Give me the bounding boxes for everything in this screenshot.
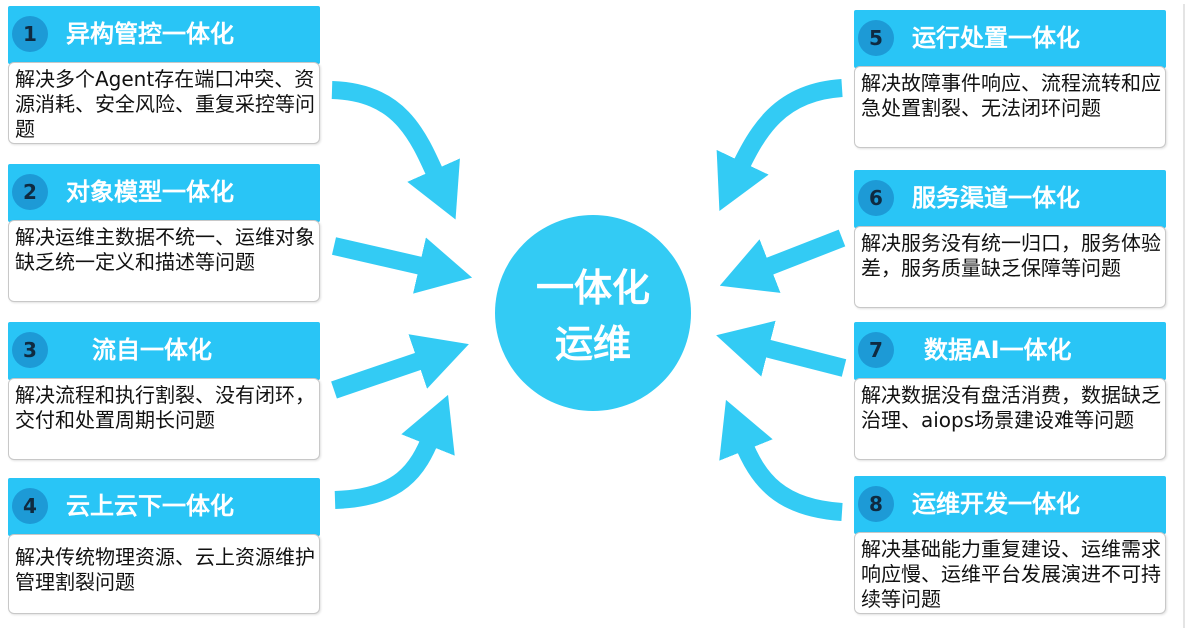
arrow-8: [719, 399, 843, 521]
card-1-title: 异构管控一体化: [66, 20, 234, 48]
center-circle: 一体化 运维: [495, 215, 691, 411]
card-3-body: 解决流程和执行割裂、没有闭环，交付和处置周期长问题: [8, 378, 320, 460]
card-7-description: 解决数据没有盘活消费，数据缺乏治理、aiops场景建设难等问题: [861, 383, 1161, 432]
arrow-5: [716, 79, 843, 212]
card-2-title: 对象模型一体化: [66, 178, 234, 206]
frame-edge: [1183, 4, 1185, 628]
card-5-description: 解决故障事件响应、流程流转和应急处置割裂、无法闭环问题: [861, 71, 1161, 120]
card-4-header: 4 云上云下一体化: [8, 478, 320, 536]
card-1-number-badge: 1: [12, 16, 48, 52]
arrow-2: [331, 237, 473, 294]
card-5-body: 解决故障事件响应、流程流转和应急处置割裂、无法闭环问题: [854, 66, 1166, 148]
card-7-header: 7 数据AI一体化: [854, 322, 1166, 380]
center-title-line2: 运维: [554, 322, 631, 366]
card-5-number-badge: 5: [858, 20, 894, 56]
card-2-number-badge: 2: [12, 174, 48, 210]
arrow-1: [331, 81, 460, 220]
card-4-number-badge: 4: [12, 488, 48, 524]
card-8-body: 解决基础能力重复建设、运维需求响应慢、运维平台发展演进不可持续等问题: [854, 532, 1166, 614]
card-1-body: 解决多个Agent存在端口冲突、资源消耗、安全风险、重复采控等问题: [8, 62, 320, 144]
card-2-description: 解决运维主数据不统一、运维对象缺乏统一定义和描述等问题: [15, 225, 315, 274]
card-2-header: 2 对象模型一体化: [8, 164, 320, 222]
card-7-body: 解决数据没有盘活消费，数据缺乏治理、aiops场景建设难等问题: [854, 378, 1166, 460]
card-5-header: 5 运行处置一体化: [854, 10, 1166, 68]
card-5-title: 运行处置一体化: [912, 24, 1080, 52]
card-1-header: 1 异构管控一体化: [8, 6, 320, 64]
card-8-header: 8 运维开发一体化: [854, 476, 1166, 534]
center-title-line1: 一体化: [535, 266, 650, 310]
card-3-description: 解决流程和执行割裂、没有闭环，交付和处置周期长问题: [15, 383, 315, 432]
card-3-header: 3 流自一体化: [8, 322, 320, 380]
card-6-title: 服务渠道一体化: [912, 184, 1080, 212]
card-6-header: 6 服务渠道一体化: [854, 170, 1166, 228]
arrow-6: [719, 229, 846, 293]
card-8-number-badge: 8: [858, 486, 894, 522]
card-2-body: 解决运维主数据不统一、运维对象缺乏统一定义和描述等问题: [8, 220, 320, 302]
card-4-title: 云上云下一体化: [66, 492, 234, 520]
arrow-3: [331, 334, 469, 399]
card-8-description: 解决基础能力重复建设、运维需求响应慢、运维平台发展演进不可持续等问题: [861, 537, 1161, 611]
card-6-body: 解决服务没有统一归口，服务体验差，服务质量缺乏保障等问题: [854, 226, 1166, 308]
arrow-4: [334, 394, 455, 509]
card-6-description: 解决服务没有统一归口，服务体验差，服务质量缺乏保障等问题: [861, 231, 1161, 280]
card-4-body: 解决传统物理资源、云上资源维护管理割裂问题: [8, 534, 320, 614]
card-7-number-badge: 7: [858, 332, 894, 368]
card-8-title: 运维开发一体化: [912, 490, 1080, 518]
card-6-number-badge: 6: [858, 180, 894, 216]
card-1-description: 解决多个Agent存在端口冲突、资源消耗、安全风险、重复采控等问题: [15, 67, 315, 141]
card-7-title: 数据AI一体化: [924, 336, 1072, 364]
arrow-7: [716, 320, 847, 377]
card-3-number-badge: 3: [12, 332, 48, 368]
card-4-description: 解决传统物理资源、云上资源维护管理割裂问题: [15, 545, 315, 594]
card-3-title: 流自一体化: [92, 336, 212, 364]
